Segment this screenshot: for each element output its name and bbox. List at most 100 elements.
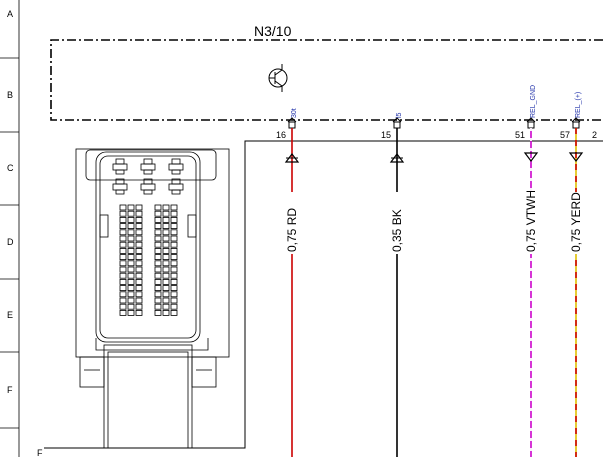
frame-ruler: A B C D E F — [0, 0, 20, 457]
pin-terminal-box — [527, 121, 535, 129]
corner-label: F — [37, 448, 43, 457]
contact-cell — [135, 285, 143, 292]
contact-cell — [154, 278, 162, 285]
contact-cell — [119, 204, 127, 211]
contact-cell — [154, 260, 162, 267]
pin-terminal — [571, 117, 581, 123]
contact-cell — [170, 297, 178, 304]
contact-cell — [127, 223, 135, 230]
contact-cell — [162, 266, 170, 273]
pin-terminal — [392, 117, 402, 123]
contact-cell — [127, 291, 135, 298]
contact-cell — [170, 204, 178, 211]
contact-cell — [154, 247, 162, 254]
plug-key — [171, 189, 181, 195]
contact-cell — [154, 223, 162, 230]
contact-cell — [119, 241, 127, 248]
contact-cell — [154, 272, 162, 279]
contact-cell — [135, 303, 143, 310]
contact-cell — [154, 229, 162, 236]
pin-number: 57 — [560, 130, 570, 140]
contact-cell — [127, 254, 135, 261]
contact-cell — [135, 204, 143, 211]
contact-cell — [170, 303, 178, 310]
contact-cell — [119, 254, 127, 261]
contact-cell — [119, 216, 127, 223]
contact-cell — [154, 303, 162, 310]
contact-cell — [162, 260, 170, 267]
wire-label-gap — [571, 192, 581, 254]
contact-cell — [135, 309, 143, 316]
contact-cell — [170, 241, 178, 248]
contact-cell — [135, 241, 143, 248]
contact-cell — [135, 266, 143, 273]
contact-cell — [170, 260, 178, 267]
plug-key — [143, 189, 153, 195]
contact-cell — [154, 216, 162, 223]
direction-arrow-down — [568, 152, 584, 162]
contact-cell — [162, 241, 170, 248]
contact-cell — [127, 216, 135, 223]
plug-key — [112, 183, 128, 191]
contact-cell — [162, 297, 170, 304]
plug-key — [140, 163, 156, 171]
contact-cell — [127, 210, 135, 217]
row-label-d: D — [7, 237, 14, 247]
contact-cell — [170, 285, 178, 292]
plug-key — [168, 163, 184, 171]
contact-cell — [170, 210, 178, 217]
row-label-e: E — [7, 310, 13, 320]
wire-label: 0,75 RD — [285, 208, 299, 252]
row-label-c: C — [7, 163, 14, 173]
contact-cell — [162, 229, 170, 236]
contact-cell — [135, 247, 143, 254]
plug-key — [115, 189, 125, 195]
pin-number: 51 — [515, 130, 525, 140]
contact-cell — [154, 266, 162, 273]
contact-cell — [154, 285, 162, 292]
pin-terminal-box — [393, 121, 401, 129]
contact-cell — [119, 309, 127, 316]
contact-cell — [170, 254, 178, 261]
transistor-icon — [268, 64, 288, 92]
contact-cell — [154, 297, 162, 304]
contact-cell — [127, 235, 135, 242]
contact-cell — [127, 309, 135, 316]
contact-cell — [162, 291, 170, 298]
contact-cell — [170, 266, 178, 273]
module-name: N3/10 — [254, 23, 292, 39]
contact-cell — [170, 247, 178, 254]
contact-cell — [119, 247, 127, 254]
contact-cell — [127, 260, 135, 267]
contact-cell — [119, 297, 127, 304]
plug-key — [140, 183, 156, 191]
contact-cell — [119, 266, 127, 273]
contact-cell — [170, 272, 178, 279]
contact-cell — [127, 204, 135, 211]
plug-key — [171, 158, 181, 165]
contact-cell — [154, 309, 162, 316]
pin-signal-label: 30t — [291, 108, 298, 118]
contact-cell — [135, 216, 143, 223]
contact-cell — [170, 291, 178, 298]
pin-number: 2 — [592, 130, 597, 140]
contact-cell — [135, 260, 143, 267]
contact-cell — [162, 278, 170, 285]
plug-key — [143, 158, 153, 165]
contact-cell — [170, 309, 178, 316]
contact-cell — [170, 216, 178, 223]
contact-cell — [127, 285, 135, 292]
row-label-f: F — [7, 385, 13, 395]
plug-key — [115, 169, 125, 175]
contact-cell — [135, 297, 143, 304]
plug-key — [171, 169, 181, 175]
contact-cell — [170, 223, 178, 230]
contact-cell — [135, 210, 143, 217]
contact-cell — [119, 291, 127, 298]
contact-cell — [154, 254, 162, 261]
contact-cell — [127, 229, 135, 236]
